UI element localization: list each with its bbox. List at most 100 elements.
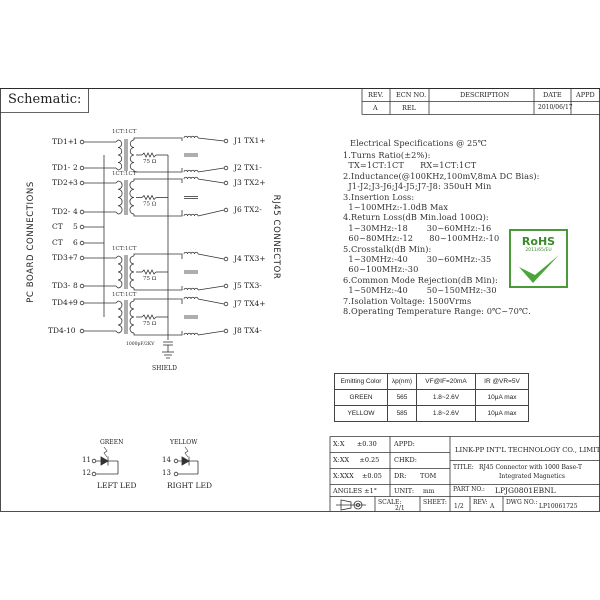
spec-line: 5.Crosstalk(dB Min): [343,243,432,254]
led-row-wavelength: 585 [387,405,417,422]
wire [115,167,119,171]
yellow-led-symbol [173,446,199,477]
rev-header-description: DESCRIPTION [460,91,510,99]
resistor [141,269,157,275]
yellow-led-color: YELLOW [170,439,198,446]
title-label: TITLE: [453,464,474,471]
left-pin-number: 5 [73,222,78,231]
title-block-lines [329,436,600,512]
left-pin-label: TD1- [52,163,71,172]
pin-terminal [223,138,229,144]
unit-label: UNIT: [394,487,415,495]
tolerance-2: X:XX ±0.25 [333,456,380,464]
resistor-label: 75 Ω [143,159,157,165]
led-table: Emitting Color λp(nm) VF@IF=20mA IR @VR=… [334,373,529,422]
right-pin-label: J8 TX4- [234,326,262,335]
transformer-secondary-coil [129,300,135,334]
dr-name: TOM [420,472,437,480]
left-pin-label: CT [52,222,63,231]
led-row-wavelength: 565 [387,389,417,406]
dwg-number: LP10061725 [539,503,578,510]
resistor-label: 75 Ω [143,276,157,282]
wire [133,168,183,173]
led-row-ir: 10μA max [475,389,529,406]
pin-terminal [79,224,85,230]
left-pin-label: TD2+ [52,178,75,187]
spec-line: 3.Insertion Loss: [343,191,415,202]
left-pin-number: 6 [73,238,78,247]
schematic-title-box [0,88,89,113]
led-col-color: Emitting Color [334,373,388,390]
left-pin-label: TD1+ [52,137,75,146]
left-pin-number: 1 [73,137,78,146]
wire [133,178,183,183]
transformer-primary-coil [117,180,123,215]
pin-terminal [79,300,85,306]
rj45-connector-label: RJ45 CONNECTOR [271,194,281,280]
rohs-logo: RoHS 2011/65/EU [509,229,568,288]
resistor [141,194,157,201]
left-pin-number: 2 [73,163,78,172]
spec-line: 4.Return Loss(dB Min.load 100Ω): [343,212,489,223]
scale-value: 2/1 [395,505,405,512]
rohs-label: RoHS [521,235,556,248]
table-row: GREEN 565 1.8~2.6V 10μA max [334,389,529,406]
dr-label: DR: [394,472,407,480]
sheet-value: 1/2 [454,503,464,510]
pc-board-label: PC BOARD CONNECTIONS [26,181,36,303]
company-name: LINK-PP INT'L TECHNOLOGY CO., LIMITED [455,446,600,454]
wire [133,137,183,141]
right-pin-label: J4 TX3+ [234,254,266,263]
transformer-primary-coil [117,300,123,334]
wire [115,139,119,143]
led-row-vf: 1.8~2.6V [416,389,476,406]
ratio-label: 1CT:1CT [112,171,137,177]
left-pin-number: 3 [73,178,78,187]
spec-line: 8.Operating Temperature Range: 0℃~70℃. [343,306,531,316]
title-line-1: RJ45 Connector with 1000 Base-T [479,464,582,471]
right-pin-label: J6 TX2- [234,205,262,214]
spec-line: 6.Common Mode Rejection(dB Min): [343,274,498,285]
wire [197,167,225,173]
rev-header-ecn: ECN NO. [396,91,427,99]
wire [133,253,183,259]
pin-terminal [223,301,229,307]
shield-label: SHIELD [152,365,177,372]
spec-line: 1~100MHz:-1.0dB Max [343,202,449,212]
resistor-label: 75 Ω [143,321,157,327]
sheet-label: SHEET: [423,499,447,506]
projection-symbol [336,499,366,511]
pin-terminal [79,255,85,261]
pin-terminal [79,139,85,145]
wire [115,211,119,215]
left-pin-number: 9 [73,298,78,307]
transformer-primary-coil [117,255,123,289]
part-label: PART NO.: [453,486,485,493]
left-pin-label: TD3- [52,281,71,290]
choke-coil [183,169,199,173]
rohs-sub: 2011/65/EU [525,248,552,253]
dwg-label: DWG NO.: [506,499,538,506]
led-col-vf: VF@IF=20mA [416,373,476,390]
left-pin-label: CT [52,238,63,247]
green-led-color: GREEN [100,439,124,446]
wire [197,298,225,305]
wire [197,330,225,336]
spec-line: 1~30MHz:-40 30~60MHz:-35 [343,254,492,264]
tolerance-3: X:XXX ±0.05 [333,472,382,480]
wire [197,285,225,291]
wire [115,285,119,289]
pin-terminal [223,256,229,262]
wire [115,300,119,304]
choke-coil [183,332,199,336]
led-table-header: Emitting Color λp(nm) VF@IF=20mA IR @VR=… [334,373,529,390]
spec-line: J1-J2;J3-J6;J4-J5;J7-J8: 350uH Min [343,181,492,192]
spec-line: 1.Turns Ratio(±2%): [343,150,431,160]
rev-header-rev: REV. [368,91,384,99]
pin-terminal [223,283,229,289]
green-led-caption: LEFT LED [97,481,137,490]
unit-value: mm [423,488,435,495]
left-pin-label: TD4+ [52,298,75,307]
